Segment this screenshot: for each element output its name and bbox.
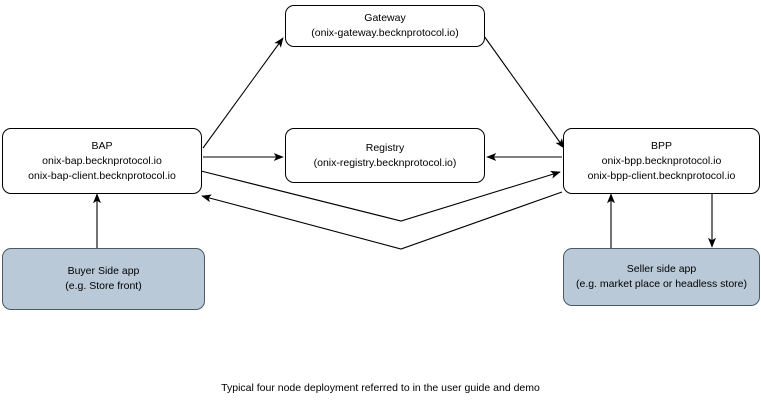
node-gateway-title: Gateway <box>364 12 406 24</box>
node-registry-subtitle: (onix-registry.becknprotocol.io) <box>313 156 457 169</box>
node-bpp[interactable]: BPP onix-bpp.becknprotocol.io onix-bpp-c… <box>563 128 760 194</box>
node-bpp-title: BPP <box>650 139 672 152</box>
node-gateway[interactable]: Gateway (onix-gateway.becknprotocol.io) <box>285 5 485 47</box>
node-buyer-app[interactable]: Buyer Side app (e.g. Store front) <box>2 248 205 310</box>
node-bpp-subtitle: onix-bpp.becknprotocol.io <box>601 154 722 167</box>
node-buyer-app-title: Buyer Side app <box>67 265 140 277</box>
node-bap-title: BAP <box>91 139 113 152</box>
node-bap[interactable]: BAP onix-bap.becknprotocol.io onix-bap-c… <box>2 128 202 194</box>
node-gateway-subtitle: (onix-gateway.becknprotocol.io) <box>311 27 459 39</box>
edge-gateway-to-bpp <box>483 35 565 149</box>
edge-bpp-to-bap <box>201 191 563 250</box>
edge-bap-to-gateway <box>202 37 284 149</box>
node-registry-title: Registry <box>365 141 405 154</box>
diagram-caption: Typical four node deployment referred to… <box>221 382 540 394</box>
node-bpp-subtitle-2: onix-bpp-client.becknprotocol.io <box>587 169 736 182</box>
node-seller-app[interactable]: Seller side app (e.g. market place or he… <box>563 248 760 306</box>
node-seller-app-title: Seller side app <box>626 263 697 275</box>
node-seller-app-subtitle: (e.g. market place or headless store) <box>576 278 747 290</box>
node-buyer-app-subtitle: (e.g. Store front) <box>65 280 142 292</box>
node-bap-subtitle-2: onix-bap-client.becknprotocol.io <box>28 169 176 182</box>
node-registry[interactable]: Registry (onix-registry.becknprotocol.io… <box>285 128 485 183</box>
node-bap-subtitle: onix-bap.becknprotocol.io <box>42 154 162 167</box>
